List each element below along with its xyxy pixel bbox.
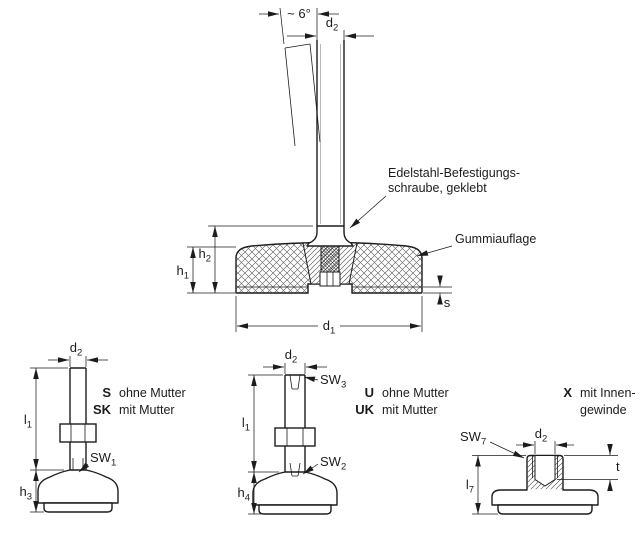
variant-s-codes: S ohne Mutter SK mit Mutter [93, 385, 186, 417]
code-u-desc: ohne Mutter [382, 386, 449, 400]
code-u: U [365, 385, 374, 400]
rubber-note-text: Gummiauflage [455, 232, 536, 246]
variant-u-sw3-label: SW3 [320, 372, 346, 391]
code-uk-desc: mit Mutter [382, 403, 438, 417]
code-sk-desc: mit Mutter [119, 403, 175, 417]
variant-u-nut [274, 427, 316, 447]
threaded-bore [534, 455, 556, 487]
variant-u-dim-sw3: SW3 [303, 372, 346, 391]
main-dim-angle: ~ 6° [259, 6, 339, 45]
variant-s-dim-sw1: SW1 [78, 450, 116, 473]
tilted-stud-outline [284, 43, 321, 147]
code-x-desc-line2: gewinde [580, 403, 627, 417]
screw-collar [306, 225, 354, 247]
variant-x-l7-label: l7 [466, 477, 474, 496]
variant-s-view: d2 l1 h3 SW1 S ohne Mutter SK mit Mutter [19, 340, 186, 513]
main-dim-h1-h2: h1 h2 [176, 225, 313, 294]
variant-s-stud [69, 367, 87, 470]
main-view: ~ 6° d2 Edelstahl-Befestigungs- schraube… [176, 6, 536, 337]
variant-x-sw7-label: SW7 [460, 429, 486, 448]
s-label: s [444, 295, 451, 310]
hex-nut-in-recess [319, 271, 341, 287]
variant-x-dim-sw7: SW7 [460, 429, 525, 459]
variant-s-dim-d2: d2 [48, 340, 108, 367]
variant-s-d2-label: d2 [70, 340, 83, 359]
variant-s-h3-label: h3 [19, 484, 32, 503]
screw-note-line1: Edelstahl-Befestigungs- [388, 166, 520, 180]
variant-u-h4-label: h4 [237, 485, 250, 504]
variant-s-base [37, 469, 119, 513]
variant-u-rubber-pad [258, 504, 332, 515]
variant-x-dim-l7: l7 [466, 455, 526, 515]
code-s-desc: ohne Mutter [119, 386, 186, 400]
h1-label: h1 [176, 263, 189, 282]
variant-u-dim-l1: l1 [242, 374, 283, 473]
hex-socket-top [289, 374, 301, 390]
threaded-stud [316, 40, 345, 226]
code-s: S [102, 385, 111, 400]
variant-u-base [252, 471, 338, 515]
variant-u-stud [284, 374, 306, 477]
variant-s-dim-h3: h3 [19, 470, 44, 513]
variant-u-dim-sw2: SW2 [302, 454, 346, 475]
variant-x-t-label: t [616, 459, 620, 474]
glued-screw-section [320, 245, 340, 273]
variant-u-d2-label: d2 [285, 347, 298, 366]
screw-note-line2: schraube, geklebt [388, 181, 487, 195]
variant-u-codes: U ohne Mutter UK mit Mutter [355, 385, 449, 417]
d2-label-main: d2 [326, 15, 339, 34]
angle-label: ~ 6° [287, 6, 311, 21]
variant-x-view: SW7 d2 t l7 X mit Innen- gewinde [460, 385, 636, 515]
variant-u-view: d2 SW3 l1 h4 SW2 U ohne Mutter UK mit Mu… [237, 347, 449, 515]
main-dim-d2: d2 [287, 15, 374, 40]
rubber-note: Gummiauflage [416, 232, 536, 257]
variant-x-dim-d2: d2 [516, 426, 574, 454]
main-dim-d1: d1 [235, 296, 423, 337]
variant-u-sw2-label: SW2 [320, 454, 346, 473]
variant-u-dim-h4: h4 [237, 472, 261, 515]
variant-x-base [491, 454, 599, 515]
thread-depth-lines [532, 456, 558, 478]
variant-s-dim-l1: l1 [24, 367, 68, 471]
variant-s-nut [59, 423, 97, 443]
variant-x-rubber-pad [497, 504, 593, 515]
variant-s-l1-label: l1 [24, 412, 32, 431]
variant-x-d2-label: d2 [535, 426, 548, 445]
code-x-desc-line1: mit Innen- [580, 386, 636, 400]
variant-u-l1-label: l1 [242, 415, 250, 434]
variant-x-dim-t: t [557, 444, 620, 491]
main-dim-s: s [423, 275, 452, 310]
code-x: X [563, 385, 572, 400]
hex-socket-bottom [289, 462, 301, 477]
variant-u-dim-d2: d2 [263, 347, 327, 374]
h2-label: h2 [198, 246, 211, 265]
code-sk: SK [93, 402, 112, 417]
d1-label: d1 [323, 318, 336, 337]
screw-note: Edelstahl-Befestigungs- schraube, gekleb… [349, 166, 520, 229]
rubber-note-leader [416, 245, 453, 257]
variant-x-codes: X mit Innen- gewinde [563, 385, 635, 417]
base-pad [235, 241, 423, 294]
thread-lines [320, 44, 341, 224]
wrench-flats [72, 458, 84, 470]
screw-note-leader [349, 195, 387, 229]
code-uk: UK [355, 402, 374, 417]
variant-s-rubber-pad [43, 502, 113, 513]
variant-s-sw1-label: SW1 [90, 450, 116, 469]
